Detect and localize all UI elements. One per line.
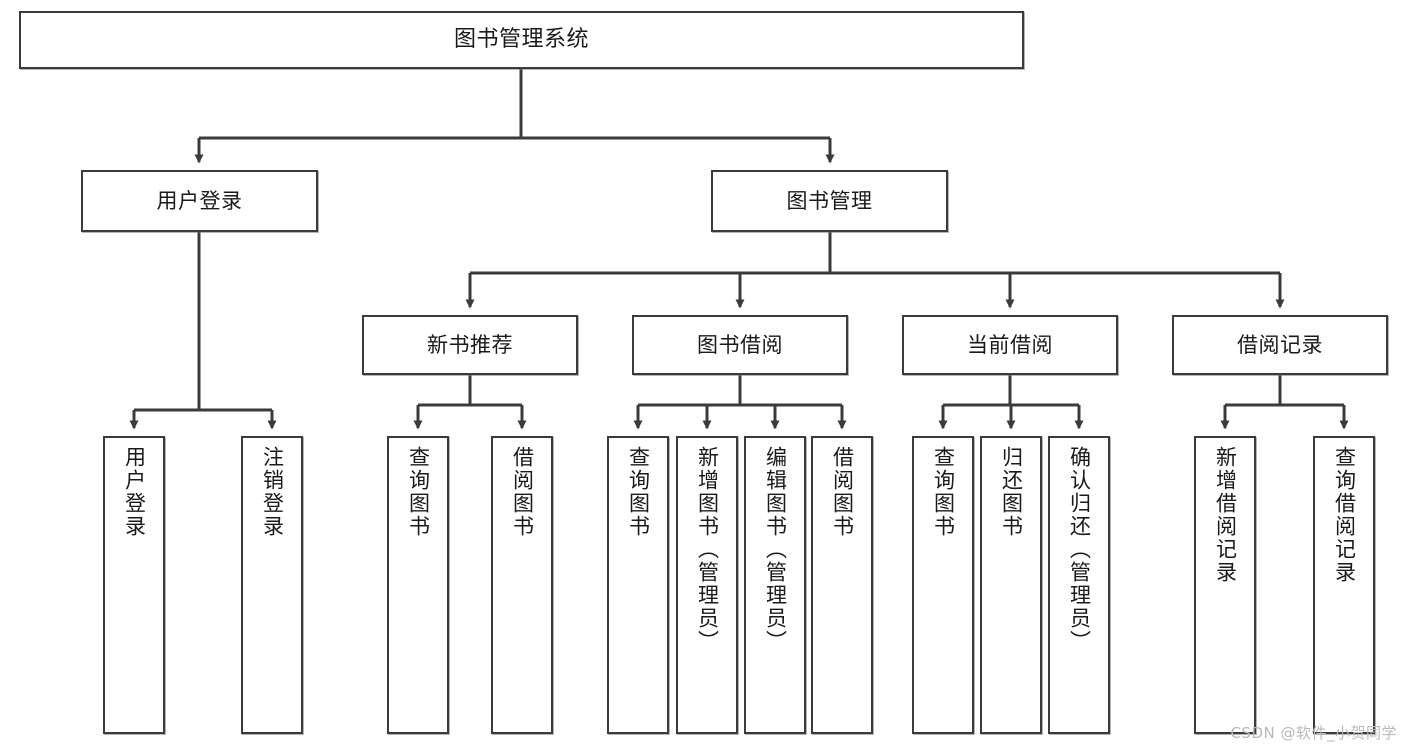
node-label: 借阅图书 <box>510 446 535 538</box>
node-label: 归还图书 <box>999 446 1024 538</box>
node-root-system[interactable]: 图书管理系统 <box>19 11 1024 69</box>
node-label: 用户登录 <box>156 188 243 213</box>
node-book-borrow[interactable]: 图书借阅 <box>632 315 848 375</box>
leaf-record-query-record[interactable]: 查询借阅记录 <box>1313 436 1375 734</box>
node-user-login[interactable]: 用户登录 <box>81 170 318 232</box>
node-label: 查询借阅记录 <box>1332 446 1357 584</box>
node-label: 注销登录 <box>260 446 285 538</box>
node-label: 图书借阅 <box>697 332 783 357</box>
node-label: 查询图书 <box>626 446 651 538</box>
leaf-current-query-book[interactable]: 查询图书 <box>912 436 974 734</box>
node-current-borrow[interactable]: 当前借阅 <box>902 315 1118 375</box>
leaf-recommend-borrow-book[interactable]: 借阅图书 <box>491 436 553 734</box>
leaf-record-add-record[interactable]: 新增借阅记录 <box>1194 436 1256 734</box>
leaf-current-return-book[interactable]: 归还图书 <box>980 436 1042 734</box>
node-label: 新书推荐 <box>427 332 513 357</box>
csdn-watermark: CSDN @软件_小贺同学 <box>1230 724 1397 742</box>
node-label: 用户登录 <box>122 446 147 538</box>
node-label: 确认归还（管理员） <box>1067 446 1092 653</box>
node-label: 借阅图书 <box>830 446 855 538</box>
leaf-recommend-query-book[interactable]: 查询图书 <box>387 436 449 734</box>
node-book-management[interactable]: 图书管理 <box>711 170 948 232</box>
node-label: 编辑图书（管理员） <box>763 446 788 653</box>
leaf-user-login-logout[interactable]: 注销登录 <box>241 436 303 734</box>
node-label: 查询图书 <box>406 446 431 538</box>
node-label: 新增借阅记录 <box>1213 446 1238 584</box>
node-borrow-record[interactable]: 借阅记录 <box>1172 315 1388 375</box>
node-label: 借阅记录 <box>1237 332 1323 357</box>
node-label: 图书管理 <box>786 188 873 213</box>
node-label: 新增图书（管理员） <box>695 446 720 653</box>
leaf-borrow-edit-book-admin[interactable]: 编辑图书（管理员） <box>744 436 806 734</box>
leaf-borrow-query-book[interactable]: 查询图书 <box>607 436 669 734</box>
node-label: 当前借阅 <box>967 332 1053 357</box>
node-label: 图书管理系统 <box>453 27 589 53</box>
node-label: 查询图书 <box>931 446 956 538</box>
leaf-borrow-add-book-admin[interactable]: 新增图书（管理员） <box>676 436 738 734</box>
node-new-book-recommend[interactable]: 新书推荐 <box>362 315 578 375</box>
leaf-current-confirm-return-admin[interactable]: 确认归还（管理员） <box>1048 436 1110 734</box>
leaf-user-login-login[interactable]: 用户登录 <box>103 436 165 734</box>
leaf-borrow-borrow-book[interactable]: 借阅图书 <box>811 436 873 734</box>
